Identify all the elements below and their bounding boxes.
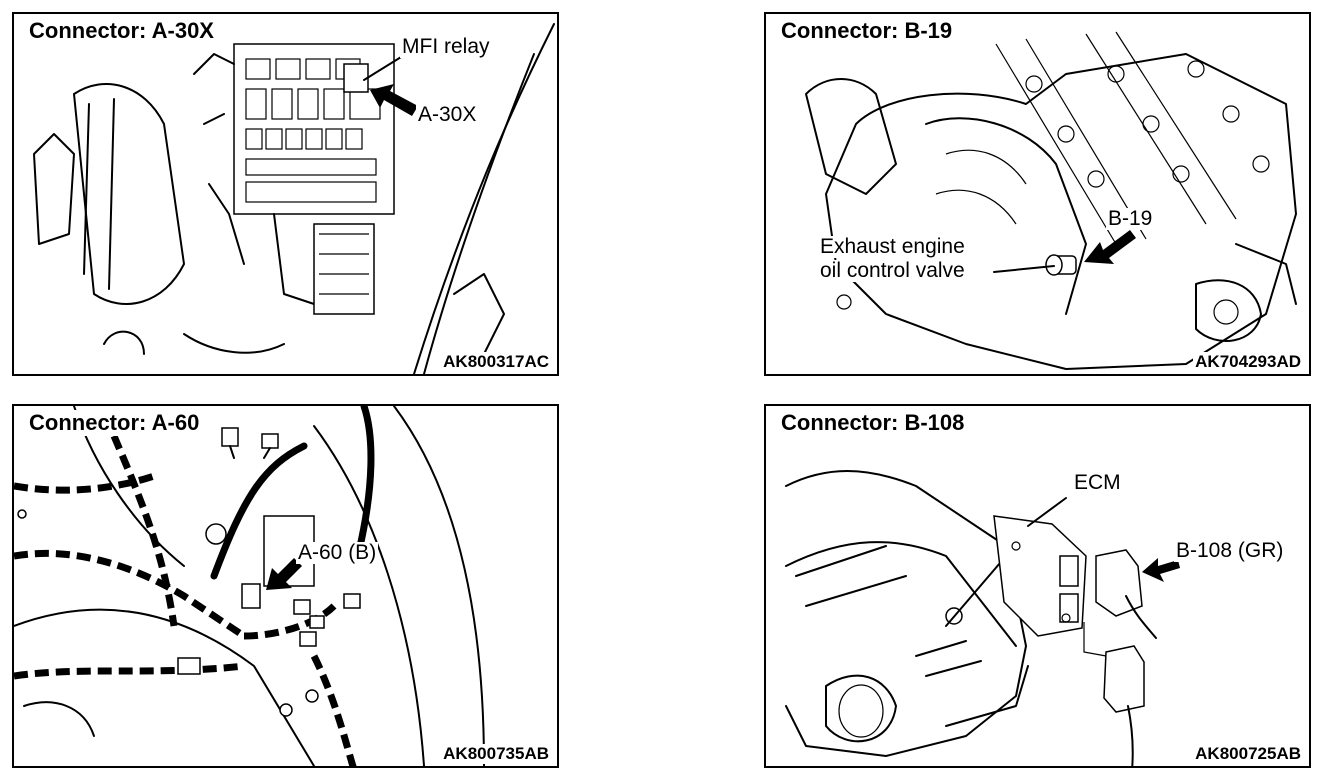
connector-label-a30x: A-30X [416,103,479,126]
figure-code: AK800725AB [1193,744,1303,764]
valve-label-line1: Exhaust engine [818,235,967,258]
figure-code: AK800317AC [441,352,551,372]
panel-connector-a60: Connector: A-60 A-60 (B) AK800735AB [12,404,559,768]
connector-label-a60: A-60 (B) [296,541,379,564]
engine-illustration-b19 [805,31,1297,370]
wiring-illustration-a60 [14,406,485,766]
engine-bay-illustration-a30x [33,23,555,374]
panel-title: Connector: B-108 [778,410,968,436]
panel-connector-b108: Connector: B-108 ECM B-108 (GR) AK800725… [764,404,1311,768]
panel-title: Connector: B-19 [778,18,956,44]
panel-connector-b19: Connector: B-19 B-19 Exhaust engine oil … [764,12,1311,376]
panel-title: Connector: A-30X [26,18,217,44]
connector-label-b19: B-19 [1106,207,1155,230]
valve-label-line2: oil control valve [818,259,967,282]
ecm-label: ECM [1072,471,1123,494]
mfi-relay-label: MFI relay [400,35,492,58]
figure-code: AK800735AB [441,744,551,764]
panel-title: Connector: A-60 [26,410,203,436]
figure-code: AK704293AD [1193,352,1303,372]
connector-label-b108: B-108 (GR) [1174,539,1286,562]
vehicle-illustration-b108 [785,470,1180,766]
panel-connector-a30x: Connector: A-30X MFI relay A-30X AK80031… [12,12,559,376]
